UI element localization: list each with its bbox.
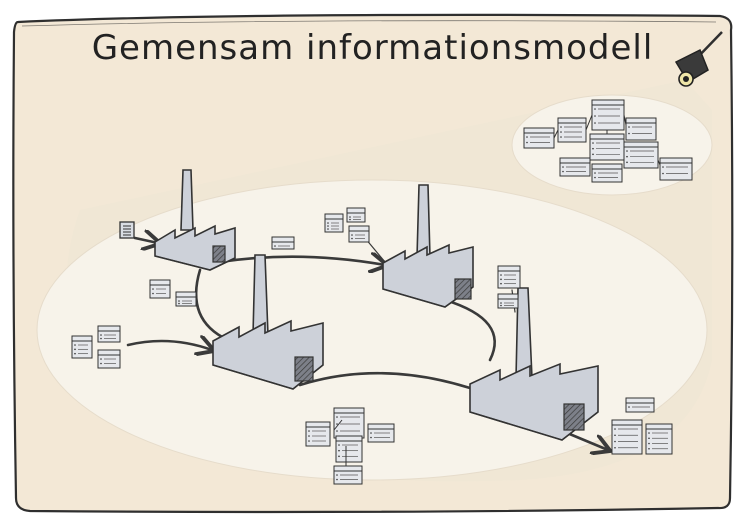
uml-connector — [333, 419, 343, 431]
uml-class-box-icon — [271, 236, 295, 250]
uml-connector — [553, 129, 559, 139]
uml-class-box-icon — [659, 157, 693, 181]
uml-class-box-icon — [611, 419, 643, 455]
factory-icon — [154, 169, 236, 271]
factory-icon — [382, 184, 474, 308]
uml-class-boxes — [71, 99, 693, 485]
uml-class-box-icon — [625, 397, 655, 413]
page-title: Gemensam informationsmodell — [91, 28, 654, 68]
uml-class-box-icon — [589, 133, 625, 161]
uml-class-box-icon — [557, 117, 587, 143]
uml-class-box-icon — [97, 325, 121, 343]
uml-class-box-icon — [591, 163, 623, 183]
uml-class-box-icon — [333, 465, 363, 485]
uml-class-box-icon — [348, 225, 370, 243]
uml-connector — [585, 114, 593, 131]
uml-class-box-icon — [335, 435, 363, 463]
factory-icon — [469, 287, 599, 441]
uml-connector — [623, 114, 627, 126]
factory-icon — [212, 254, 324, 390]
uml-class-box-icon — [346, 207, 366, 223]
uml-class-box-icon — [175, 291, 197, 307]
uml-connector — [657, 159, 661, 166]
uml-class-box-icon — [149, 279, 171, 299]
uml-class-box-icon — [324, 213, 344, 233]
uml-class-box-icon — [497, 293, 519, 309]
uml-class-box-icon — [523, 127, 555, 149]
spotlight-lamp-icon — [674, 31, 723, 87]
document-icon — [119, 221, 135, 239]
uml-class-box-icon — [645, 423, 673, 455]
uml-class-box-icon — [591, 99, 625, 131]
uml-class-box-icon — [367, 423, 395, 443]
uml-class-box-icon — [559, 157, 591, 177]
uml-class-box-icon — [497, 265, 521, 289]
uml-class-box-icon — [333, 407, 365, 439]
uml-class-box-icon — [625, 117, 657, 141]
uml-class-box-icon — [623, 141, 659, 169]
uml-class-box-icon — [305, 421, 331, 447]
uml-class-box-icon — [71, 335, 93, 359]
uml-class-box-icon — [97, 349, 121, 369]
